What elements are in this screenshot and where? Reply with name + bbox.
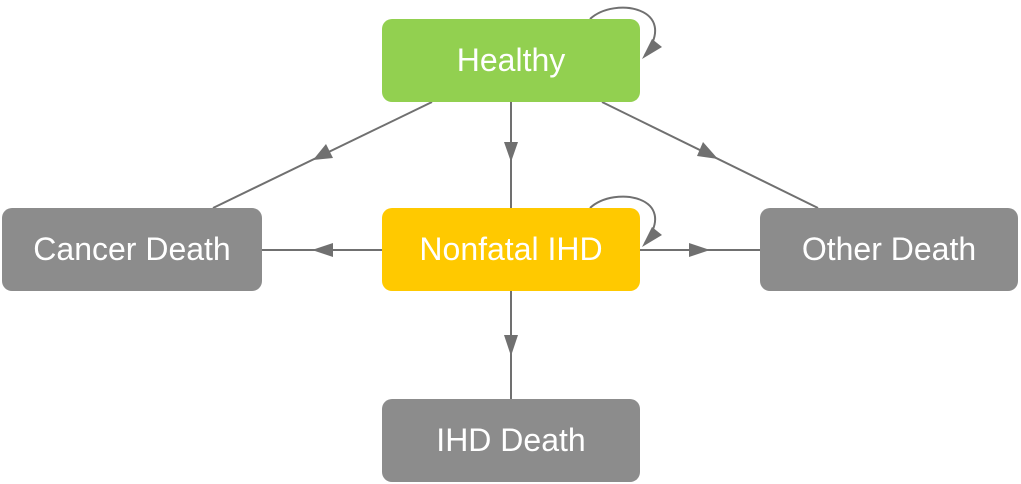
arrowhead-nonfatal-to-other-death [689, 243, 710, 257]
node-other-death: Other Death [760, 208, 1018, 291]
node-other-death-label: Other Death [801, 231, 977, 267]
node-healthy-label: Healthy [456, 42, 566, 78]
arrowhead-nonfatal-to-ihd-death [504, 335, 518, 356]
arrowhead-healthy-to-other-death [697, 142, 718, 159]
arrowhead-healthy-self-loop [642, 39, 662, 59]
node-cancer-death-label: Cancer Death [33, 231, 231, 267]
node-nonfatal-ihd-label: Nonfatal IHD [419, 231, 603, 267]
node-cancer-death: Cancer Death [2, 208, 262, 291]
node-ihd-death: IHD Death [382, 399, 640, 482]
node-healthy: Healthy [382, 19, 640, 102]
arrowhead-nonfatal-self-loop [642, 227, 662, 247]
node-ihd-death-label: IHD Death [436, 422, 586, 458]
arrowhead-healthy-to-cancer-death [313, 144, 333, 160]
node-nonfatal-ihd: Nonfatal IHD [382, 208, 640, 291]
arrowhead-healthy-to-nonfatal-ihd [504, 142, 518, 162]
arrowhead-nonfatal-to-cancer-death [312, 243, 333, 257]
